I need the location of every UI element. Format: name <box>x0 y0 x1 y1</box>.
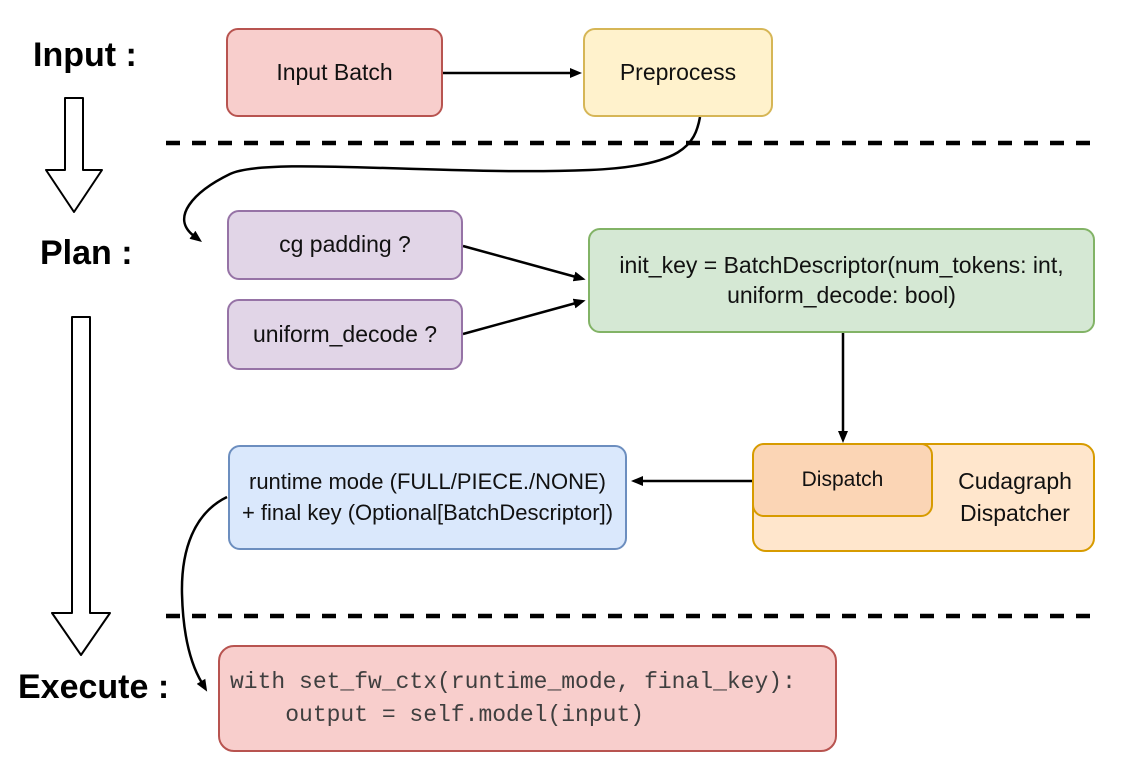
stage-label-input: Input : <box>33 36 137 74</box>
stage-label-execute: Execute : <box>18 668 170 706</box>
arrow-cg-padding-to-init-key <box>462 244 586 282</box>
arrow-preprocess-to-cg-padding <box>182 116 702 243</box>
node-cg-padding-label: cg padding ? <box>279 231 411 258</box>
stage-arrow-plan-to-execute-icon <box>51 316 111 656</box>
node-uniform-decode-label: uniform_decode ? <box>252 320 438 347</box>
node-preprocess: Preprocess <box>583 28 773 117</box>
node-uniform-decode: uniform_decode ? <box>227 299 463 370</box>
node-dispatch: Dispatch <box>752 443 933 517</box>
stage-label-plan: Plan : <box>40 234 133 272</box>
node-preprocess-label: Preprocess <box>619 58 737 85</box>
cudagraph-dispatcher-label: Cudagraph Dispatcher <box>939 445 1091 550</box>
execute-code-line1: with set_fw_ctx(runtime_mode, final_key)… <box>230 669 796 696</box>
node-init-key: init_key = BatchDescriptor(num_tokens: i… <box>588 228 1095 333</box>
cudagraph-dispatcher-line1: Cudagraph <box>958 468 1072 495</box>
node-runtime-mode-line2: + final key (Optional[BatchDescriptor]) <box>241 499 614 525</box>
node-execute-code: with set_fw_ctx(runtime_mode, final_key)… <box>218 645 837 752</box>
node-dispatch-label: Dispatch <box>801 468 884 492</box>
node-init-key-line2: uniform_decode: bool) <box>727 281 956 308</box>
stage-arrow-input-to-plan-icon <box>45 97 103 213</box>
node-input-batch: Input Batch <box>226 28 443 117</box>
node-cg-padding: cg padding ? <box>227 210 463 280</box>
node-runtime-mode-line1: runtime mode (FULL/PIECE./NONE) <box>249 469 606 495</box>
node-init-key-line1: init_key = BatchDescriptor(num_tokens: i… <box>619 251 1064 278</box>
node-input-batch-label: Input Batch <box>276 58 393 85</box>
cudagraph-dispatcher-line2: Dispatcher <box>960 499 1070 526</box>
arrow-uniform-decode-to-init-key <box>462 298 586 336</box>
arrow-runtime-mode-to-execute-code <box>180 495 228 692</box>
node-runtime-mode: runtime mode (FULL/PIECE./NONE) + final … <box>228 445 627 550</box>
execute-code-line2: output = self.model(input) <box>230 701 645 728</box>
